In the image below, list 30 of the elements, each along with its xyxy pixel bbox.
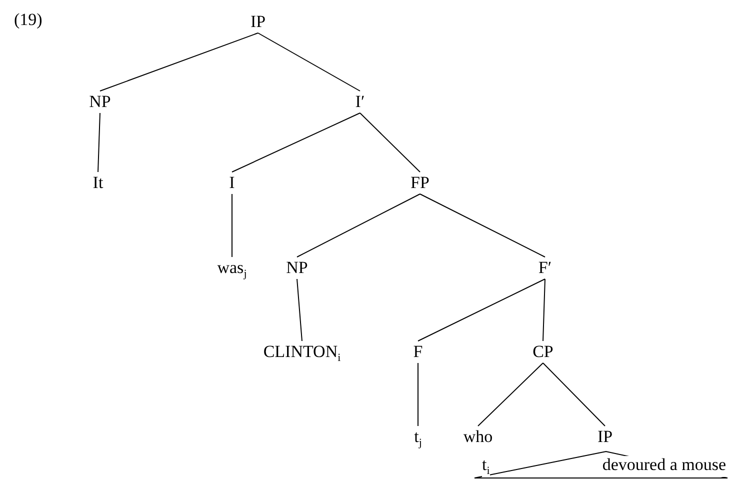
tree-label: CLINTON$_{i}$ [263,342,341,362]
tree-label: IP [250,12,266,32]
branch-line [360,112,420,172]
branch-line [296,278,302,342]
triangle-constituent [474,451,728,478]
tree-label: It [92,173,104,193]
branch-line [542,362,606,426]
branch-line [98,112,100,172]
branch-line [478,362,544,426]
tree-label: NP [286,258,308,278]
branch-line [420,194,546,258]
tree-label: F [413,342,423,362]
tree-label: I [229,173,235,193]
tree-label: t$_{j}$ [414,427,422,447]
branch-line [258,32,360,92]
branch-line [418,278,546,342]
branch-line [100,32,258,92]
tree-label: FP [410,173,430,193]
branch-line [232,112,360,172]
terminal-string: devoured a mouse [602,456,726,477]
tree-label: IP [597,427,613,447]
branch-line [296,194,420,258]
tree-label: CP [532,342,554,362]
tree-label: I′ [355,92,365,112]
branch-line [542,278,546,342]
tree-label: F′ [538,258,552,278]
tree-label: NP [89,92,111,112]
tree-label: was$_{j}$ [217,258,247,278]
tree-label: who [463,427,493,447]
example-number: (19) [14,10,42,30]
